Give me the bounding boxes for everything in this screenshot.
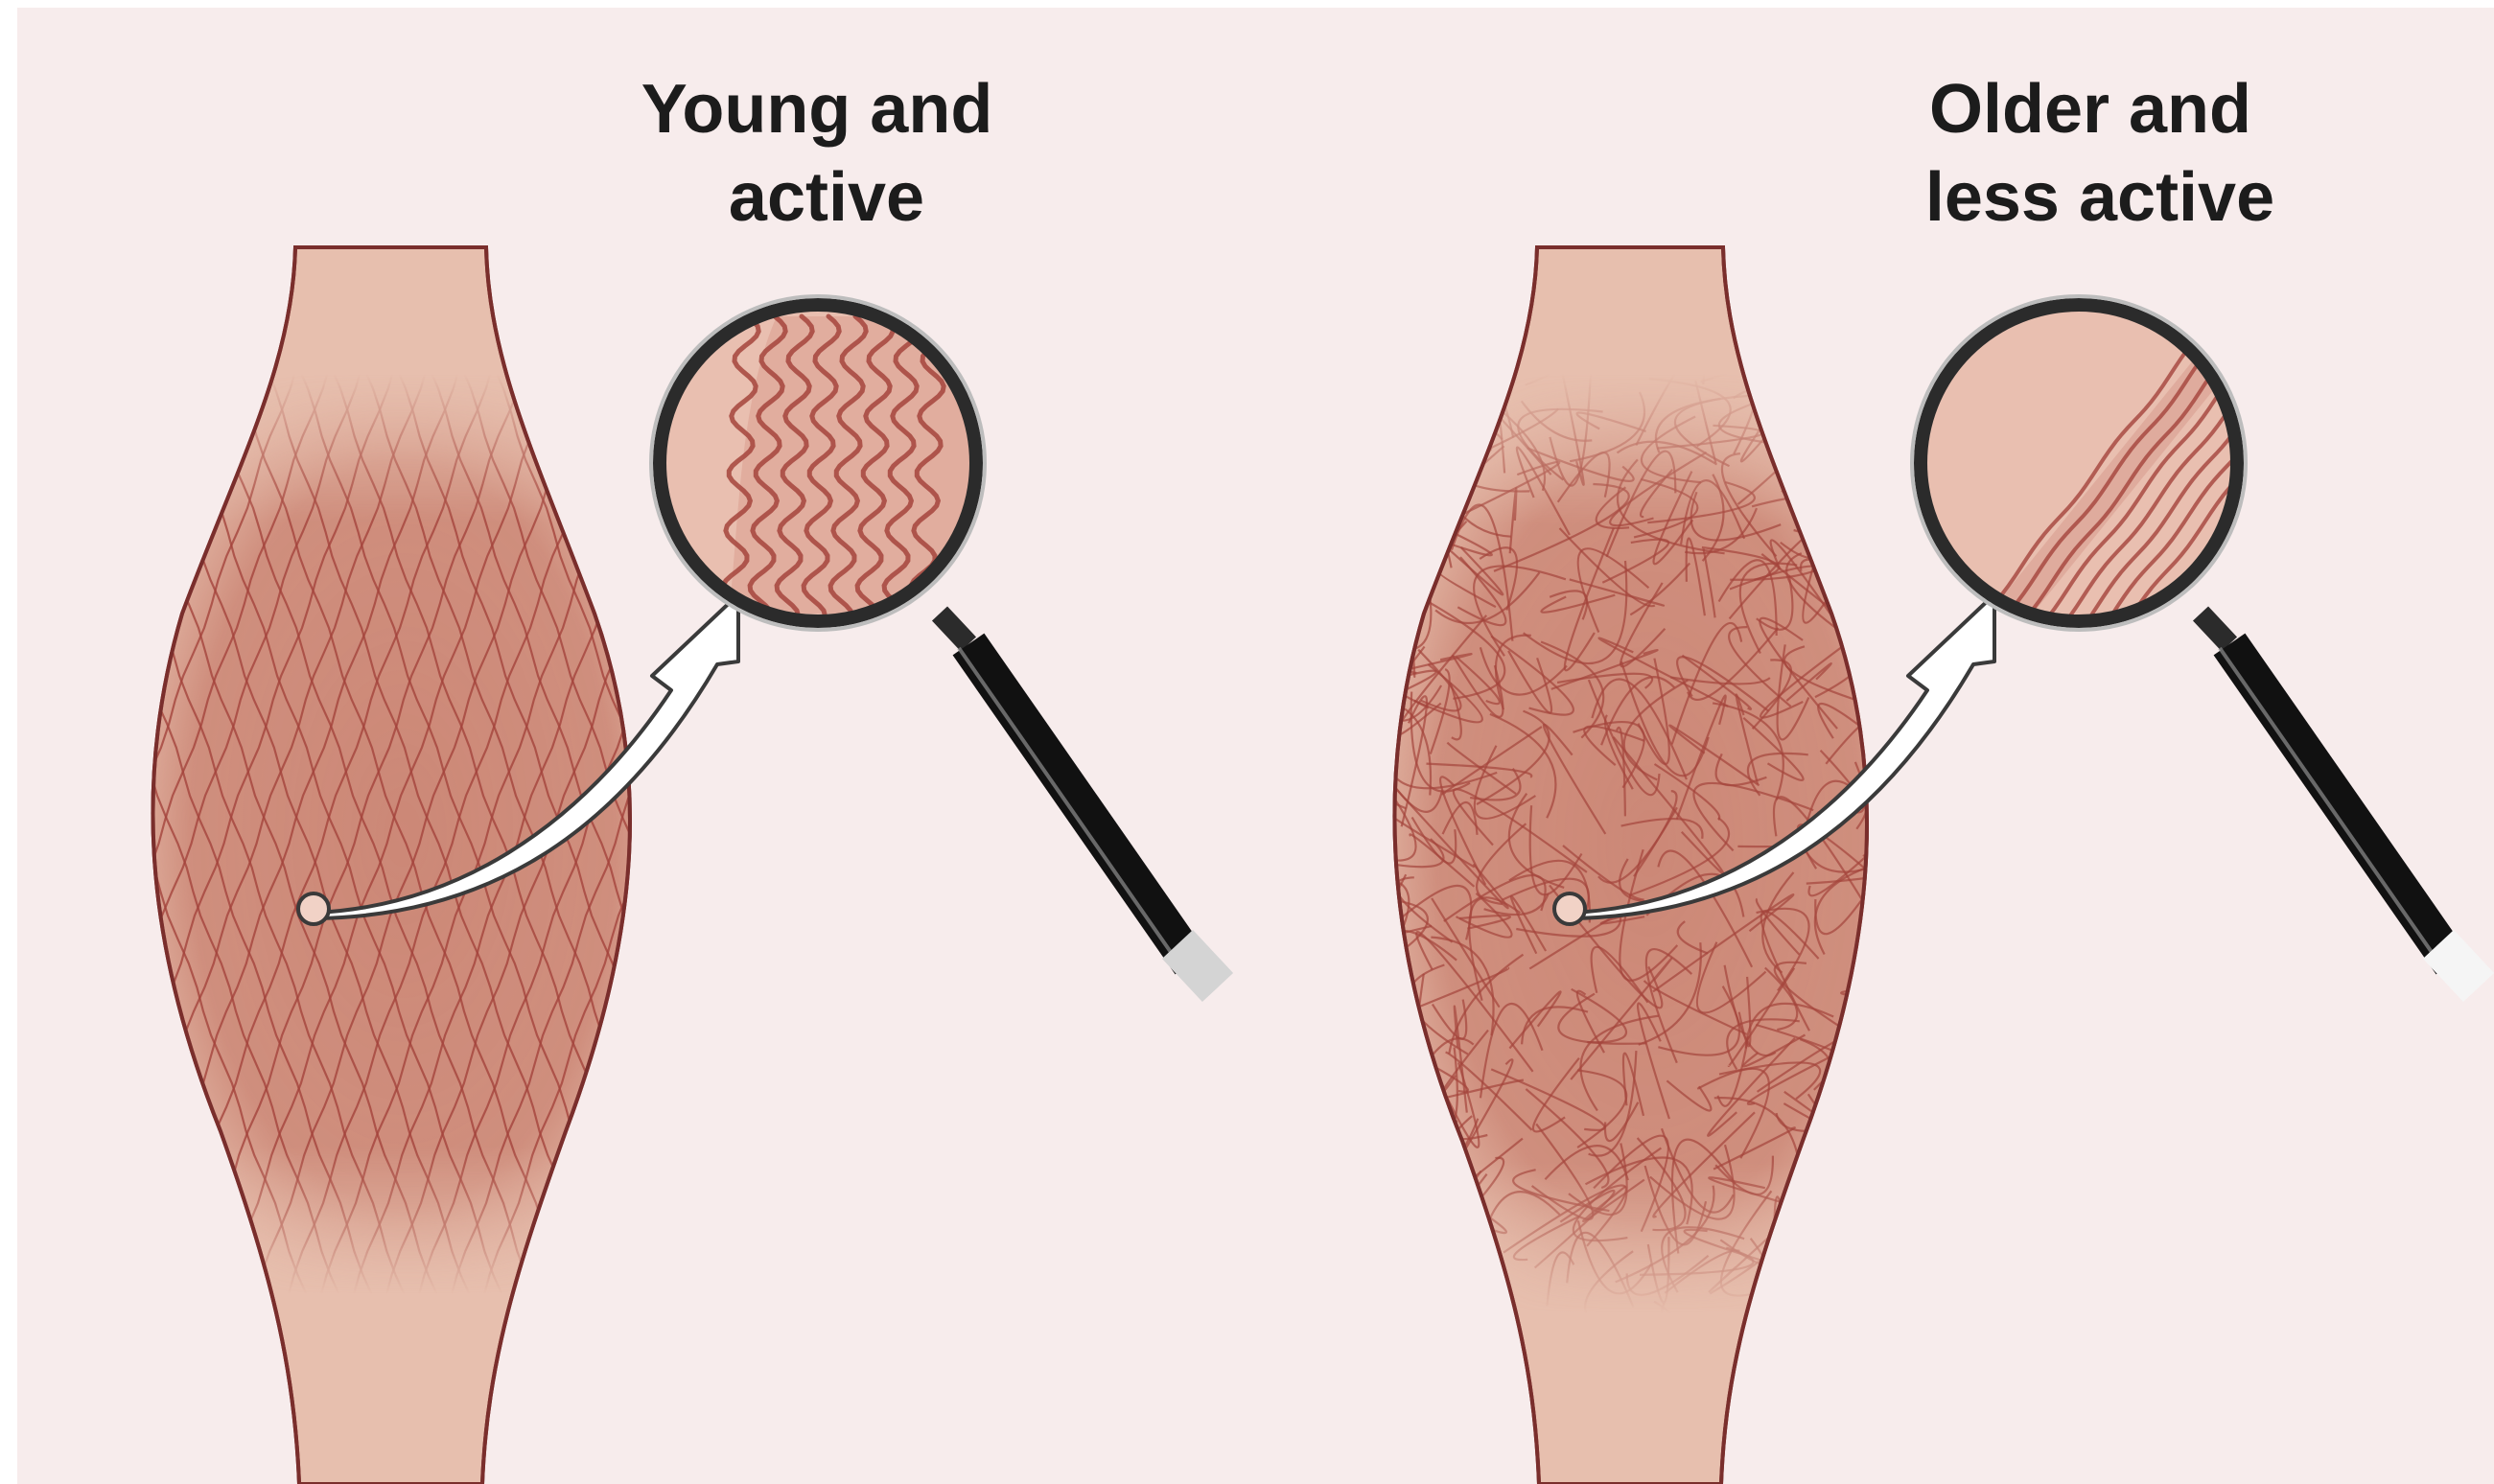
sample-point-older [1554,893,1585,924]
sample-point-young [298,893,329,924]
